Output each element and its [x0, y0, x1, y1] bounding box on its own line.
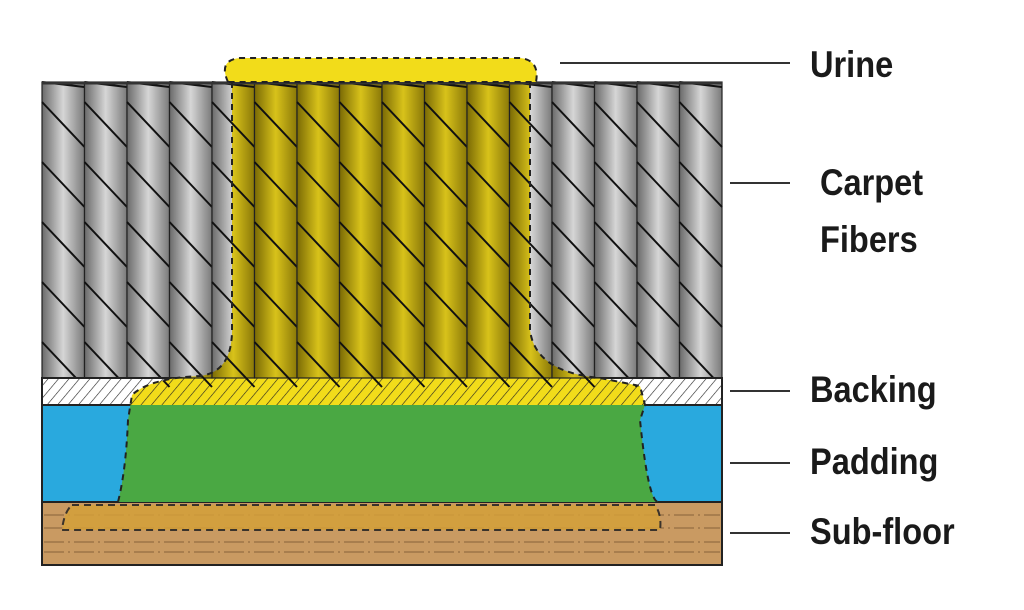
- carpet-leader-line: [730, 182, 790, 184]
- gray-fiber-twist: [551, 101, 596, 148]
- stained-fiber-twist: [423, 101, 468, 148]
- stained-fiber-twist: [423, 221, 468, 268]
- gray-fiber-twist: [83, 161, 128, 208]
- stained-fiber-twist: [296, 341, 341, 388]
- gray-fiber-twist: [41, 161, 86, 208]
- gray-fiber-twist: [168, 101, 213, 148]
- stained-fiber-strand: [466, 82, 511, 379]
- stained-fiber-twist: [253, 161, 298, 208]
- gray-fiber-twist: [168, 221, 213, 268]
- gray-fiber-twist: [593, 221, 638, 268]
- stained-fiber-twist: [466, 161, 511, 208]
- stained-fiber-twist: [423, 281, 468, 328]
- stained-fiber-twist: [466, 281, 511, 328]
- stained-fiber-twist: [253, 341, 298, 388]
- stained-fiber-twist: [423, 341, 468, 388]
- stained-fiber-twist: [253, 101, 298, 148]
- gray-fiber-twist: [636, 281, 681, 328]
- gray-fiber-twist: [41, 221, 86, 268]
- gray-fiber-twist: [678, 281, 723, 328]
- stained-fiber-twist: [381, 161, 426, 208]
- urine-puddle: [224, 57, 538, 83]
- label-carpet: Carpet: [820, 162, 924, 203]
- label-backing: Backing: [810, 369, 937, 410]
- gray-fiber-twist: [126, 281, 171, 328]
- gray-fiber-twist: [126, 161, 171, 208]
- stained-fiber-twist: [381, 101, 426, 148]
- stained-fiber-twist: [466, 101, 511, 148]
- gray-fiber-twist: [83, 281, 128, 328]
- gray-fiber-twist: [636, 221, 681, 268]
- gray-fiber-twist: [126, 101, 171, 148]
- label-fibers: Fibers: [820, 219, 918, 260]
- stained-fiber-twist: [466, 221, 511, 268]
- stained-fiber-twist: [338, 101, 383, 148]
- gray-fiber-twist: [593, 161, 638, 208]
- gray-fiber-strand: [678, 81, 723, 379]
- gray-fiber-twist: [593, 101, 638, 148]
- stained-fiber-twist: [381, 281, 426, 328]
- subfloor-leader-line: [730, 532, 790, 534]
- gray-fiber-twist: [678, 221, 723, 268]
- stained-fiber-twist: [508, 341, 553, 388]
- gray-fiber-twist: [168, 281, 213, 328]
- gray-fiber-twist: [83, 101, 128, 148]
- stained-fiber-twist: [296, 101, 341, 148]
- stained-fiber-twist: [253, 221, 298, 268]
- gray-fiber-twist: [551, 161, 596, 208]
- gray-fiber-twist: [593, 281, 638, 328]
- gray-fiber-twist: [41, 101, 86, 148]
- label-urine: Urine: [810, 44, 894, 85]
- padding-leader-line: [730, 462, 790, 464]
- gray-fiber-twist: [83, 221, 128, 268]
- subfloor-stain: [60, 504, 662, 531]
- label-padding: Padding: [810, 441, 939, 482]
- gray-fiber-twist: [678, 101, 723, 148]
- gray-fiber-twist: [126, 221, 171, 268]
- stained-fiber-twist: [381, 341, 426, 388]
- stained-fiber-twist: [423, 161, 468, 208]
- gray-fiber-twist: [551, 281, 596, 328]
- backing-leader-line: [730, 390, 790, 392]
- gray-fiber-twist: [636, 161, 681, 208]
- stained-fiber-twist: [381, 221, 426, 268]
- stained-fiber-twist: [253, 281, 298, 328]
- stained-fiber-twist: [296, 161, 341, 208]
- stained-fiber-twist: [296, 221, 341, 268]
- stained-fiber-twist: [466, 341, 511, 388]
- stained-fiber-twist: [338, 221, 383, 268]
- stained-fiber-twist: [338, 341, 383, 388]
- gray-fiber-twist: [678, 161, 723, 208]
- stained-fiber-twist: [338, 161, 383, 208]
- stained-fiber-twist: [296, 281, 341, 328]
- gray-fiber-twist: [551, 221, 596, 268]
- label-subfloor: Sub-floor: [810, 511, 955, 552]
- gray-fiber-twist: [636, 101, 681, 148]
- gray-fiber-twist: [168, 161, 213, 208]
- gray-fiber-twist: [41, 281, 86, 328]
- stained-fiber-twist: [338, 281, 383, 328]
- urine-leader-line: [560, 62, 790, 64]
